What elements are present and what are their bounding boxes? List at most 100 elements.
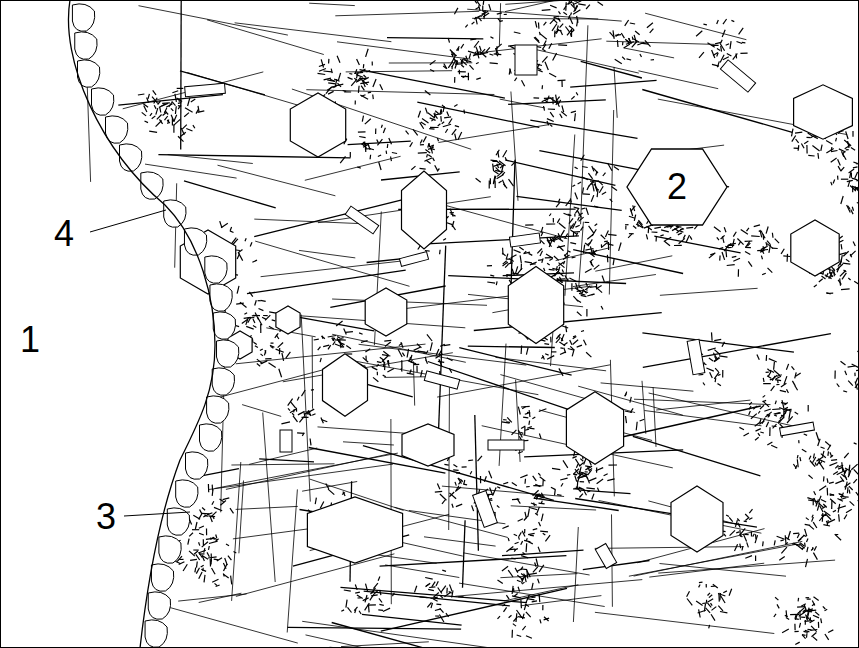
bush (156, 88, 205, 141)
stick (335, 11, 479, 16)
stick (609, 110, 613, 295)
stick (215, 453, 398, 488)
shore-stone (92, 88, 114, 115)
stick (236, 344, 426, 364)
stick (169, 607, 298, 643)
stick (658, 560, 835, 573)
shore-stone (205, 256, 227, 283)
stick (438, 246, 446, 440)
stick (521, 596, 602, 606)
bush (340, 116, 397, 170)
stick (442, 486, 564, 496)
stick (180, 1, 182, 150)
stick (255, 241, 409, 286)
bush (451, 37, 502, 80)
stick (389, 62, 473, 63)
bush (406, 124, 452, 171)
stick (287, 489, 297, 632)
stick (387, 38, 483, 39)
bush (733, 225, 790, 275)
stick (634, 541, 803, 576)
stick (642, 90, 792, 133)
stick (301, 315, 310, 502)
bush (535, 5, 577, 61)
stick (178, 594, 247, 601)
plank (515, 45, 537, 75)
stick (570, 80, 656, 87)
stick (139, 6, 288, 35)
stick (595, 547, 744, 549)
stick (459, 348, 571, 376)
stick (653, 387, 656, 447)
stick (184, 181, 276, 208)
bush (542, 0, 603, 30)
stick (656, 400, 750, 410)
stick (645, 13, 746, 40)
rock (791, 220, 839, 276)
rock (276, 306, 300, 334)
plank (280, 430, 292, 452)
stick (306, 90, 494, 95)
callout-number: 4 (52, 216, 76, 252)
bush (806, 498, 852, 541)
rock (402, 171, 447, 249)
bush (512, 473, 562, 521)
shore-stone (75, 32, 97, 59)
hexagon-shape (627, 149, 727, 225)
stick (601, 383, 694, 391)
hexagon-rock: 2 (626, 148, 728, 226)
bush (553, 193, 598, 240)
stick (639, 71, 719, 89)
rock (566, 392, 623, 465)
shore-stone (212, 368, 234, 395)
callout-number: 1 (18, 322, 42, 358)
plank (345, 206, 379, 234)
stick (614, 67, 617, 118)
bush (709, 227, 760, 277)
bush (572, 155, 619, 202)
stick (573, 275, 656, 287)
shore-stone (164, 200, 186, 227)
bush (138, 90, 193, 132)
stick (424, 537, 496, 546)
stick (343, 442, 394, 445)
stick (463, 553, 589, 575)
stick (305, 156, 401, 180)
shore-stone (120, 144, 142, 171)
bush (430, 38, 474, 83)
stick (385, 565, 459, 578)
callout-number: 3 (94, 499, 118, 535)
plank (399, 252, 428, 267)
bush (718, 509, 764, 561)
stick (232, 462, 241, 601)
stick (595, 256, 672, 271)
stick (511, 506, 596, 510)
rock (402, 424, 454, 466)
stick (556, 248, 610, 261)
stick (363, 446, 554, 501)
bush (774, 524, 817, 567)
stick (242, 405, 281, 417)
stick (259, 459, 314, 462)
stick (235, 23, 392, 42)
bush (190, 539, 236, 587)
shore-stone (213, 312, 235, 339)
leader-line (90, 210, 166, 232)
plank (720, 60, 755, 92)
stick (380, 556, 567, 567)
stick (288, 627, 462, 629)
bush (338, 49, 382, 100)
stick (504, 585, 578, 601)
shore-stone (145, 620, 167, 647)
bush (774, 597, 822, 645)
stick (595, 612, 774, 633)
bush (564, 229, 621, 272)
stick (660, 288, 758, 295)
stick (438, 125, 549, 143)
stick (499, 3, 500, 45)
stick (236, 506, 298, 509)
bush (818, 443, 859, 490)
shore-stone (151, 564, 173, 591)
